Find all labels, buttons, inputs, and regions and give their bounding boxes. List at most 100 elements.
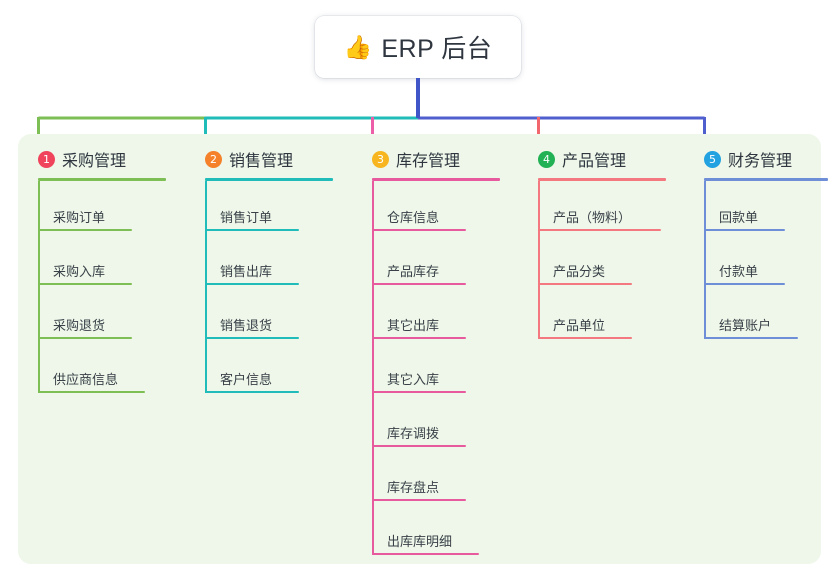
menu-item-label: 采购入库	[53, 264, 106, 279]
menu-item[interactable]: 销售退货	[185, 289, 350, 343]
menu-item[interactable]: 其它入库	[352, 343, 522, 397]
menu-item-label: 销售退货	[220, 318, 273, 333]
menu-item-label: 采购订单	[53, 210, 106, 225]
diagram-title-inner: 👍 ERP 后台	[344, 29, 493, 65]
column-spine	[704, 181, 706, 339]
menu-item-label: 仓库信息	[387, 210, 440, 225]
menu-item-underline	[39, 283, 132, 285]
menu-item-label: 销售订单	[220, 210, 273, 225]
menu-item-underline	[373, 499, 466, 501]
menu-item-label: 回款单	[719, 210, 759, 225]
menu-item[interactable]: 结算账户	[684, 289, 821, 343]
menu-item-label: 结算账户	[719, 318, 772, 333]
column-spine	[538, 181, 540, 339]
menu-item[interactable]: 仓库信息	[352, 181, 522, 235]
menu-item-label: 产品库存	[387, 264, 440, 279]
menu-item-label: 出库库明细	[387, 534, 453, 549]
menu-item-underline	[373, 391, 466, 393]
column-title: 产品管理	[562, 153, 627, 170]
page-title: ERP 后台	[381, 35, 493, 63]
menu-item-underline	[39, 391, 145, 393]
column-spine	[205, 181, 207, 393]
menu-item[interactable]: 采购订单	[18, 181, 183, 235]
menu-item-label: 销售出库	[220, 264, 273, 279]
menu-item-underline	[373, 229, 466, 231]
menu-item-label: 采购退货	[53, 318, 106, 333]
menu-item-label: 产品（物料）	[553, 210, 632, 225]
menu-item[interactable]: 库存调拨	[352, 397, 522, 451]
column-title: 财务管理	[728, 153, 793, 170]
menu-item-underline	[539, 283, 632, 285]
menu-item-underline	[373, 553, 479, 555]
column-3: 3 库存管理仓库信息产品库存其它出库其它入库库存调拨库存盘点出库库明细	[352, 144, 522, 559]
menu-item-label: 产品单位	[553, 318, 606, 333]
menu-item-label: 其它出库	[387, 318, 440, 333]
menu-item-label: 客户信息	[220, 372, 273, 387]
menu-item-label: 库存调拨	[387, 426, 440, 441]
menu-item[interactable]: 客户信息	[185, 343, 350, 397]
menu-item[interactable]: 销售出库	[185, 235, 350, 289]
column-number-badge: 5	[704, 150, 721, 168]
menu-item[interactable]: 供应商信息	[18, 343, 183, 397]
menu-item-underline	[206, 391, 299, 393]
column-underline	[704, 178, 828, 181]
diagram-title-card[interactable]: 👍 ERP 后台	[315, 16, 521, 78]
menu-item-label: 供应商信息	[53, 372, 119, 387]
menu-item-underline	[206, 337, 299, 339]
menu-item[interactable]: 库存盘点	[352, 451, 522, 505]
column-items: 销售订单销售出库销售退货客户信息	[185, 181, 350, 397]
menu-item-underline	[39, 337, 132, 339]
menu-item[interactable]: 销售订单	[185, 181, 350, 235]
column-header-2[interactable]: 2 销售管理	[185, 144, 350, 174]
menu-item-underline	[705, 283, 785, 285]
column-items: 仓库信息产品库存其它出库其它入库库存调拨库存盘点出库库明细	[352, 181, 522, 559]
menu-item[interactable]: 采购入库	[18, 235, 183, 289]
column-underline	[38, 178, 166, 181]
column-2: 2 销售管理销售订单销售出库销售退货客户信息	[185, 144, 350, 397]
menu-item-underline	[373, 283, 466, 285]
menu-item-underline	[539, 229, 661, 231]
column-title: 销售管理	[229, 153, 294, 170]
diagram-panel	[18, 134, 821, 564]
menu-item[interactable]: 产品库存	[352, 235, 522, 289]
column-1: 1 采购管理采购订单采购入库采购退货供应商信息	[18, 144, 183, 397]
menu-item-underline	[373, 445, 466, 447]
menu-item-underline	[705, 229, 785, 231]
column-number-badge: 2	[205, 150, 222, 168]
menu-item-label: 其它入库	[387, 372, 440, 387]
menu-item-underline	[539, 337, 632, 339]
menu-item-label: 产品分类	[553, 264, 606, 279]
menu-item[interactable]: 付款单	[684, 235, 821, 289]
column-items: 产品（物料） 产品分类产品单位	[518, 181, 690, 343]
menu-item-underline	[705, 337, 798, 339]
column-5: 5 财务管理回款单付款单结算账户	[684, 144, 828, 343]
column-title: 采购管理	[62, 153, 127, 170]
column-underline	[538, 178, 666, 181]
menu-item[interactable]: 产品单位	[518, 289, 690, 343]
column-items: 回款单付款单结算账户	[684, 181, 821, 343]
column-number-badge: 1	[38, 150, 55, 168]
menu-item[interactable]: 其它出库	[352, 289, 522, 343]
thumbs-up-icon: 👍	[343, 33, 373, 60]
menu-item[interactable]: 产品分类	[518, 235, 690, 289]
menu-item[interactable]: 出库库明细	[352, 505, 522, 559]
column-title: 库存管理	[396, 153, 461, 170]
menu-item[interactable]: 产品（物料）	[518, 181, 690, 235]
column-number-badge: 3	[372, 150, 389, 168]
column-header-5[interactable]: 5 财务管理	[684, 144, 821, 174]
column-header-3[interactable]: 3 库存管理	[352, 144, 522, 174]
column-items: 采购订单采购入库采购退货供应商信息	[18, 181, 183, 397]
column-header-1[interactable]: 1 采购管理	[18, 144, 183, 174]
menu-item[interactable]: 采购退货	[18, 289, 183, 343]
menu-item[interactable]: 回款单	[684, 181, 821, 235]
column-underline	[372, 178, 500, 181]
column-underline	[205, 178, 333, 181]
menu-item-underline	[39, 229, 132, 231]
menu-item-underline	[206, 283, 299, 285]
menu-item-underline	[373, 337, 466, 339]
column-spine	[38, 181, 40, 393]
menu-item-label: 付款单	[719, 264, 759, 279]
